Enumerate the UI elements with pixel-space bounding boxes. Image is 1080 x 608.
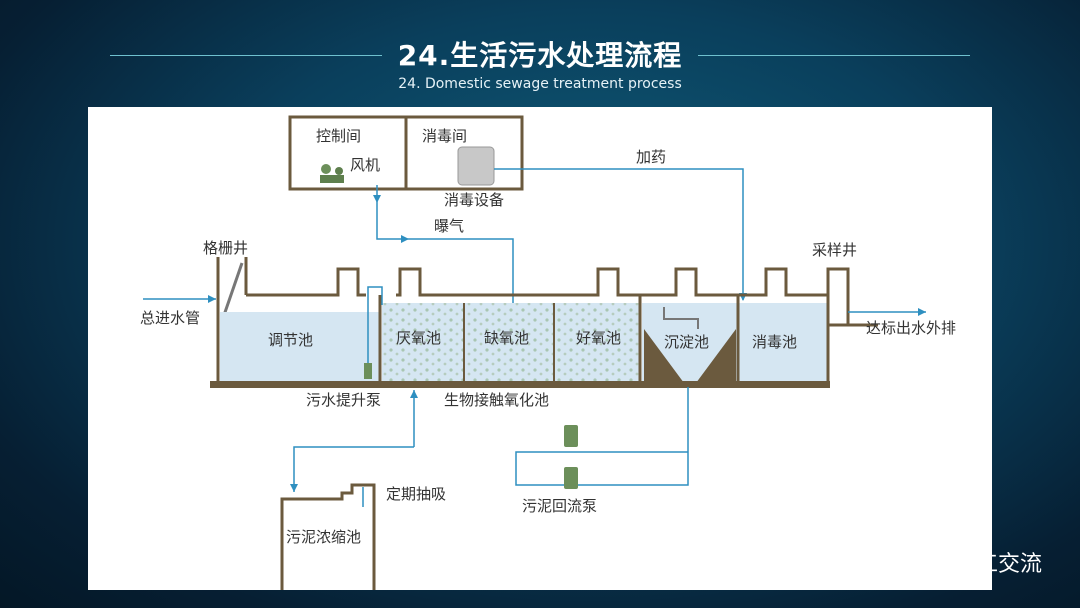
tank-label-anoxic: 缺氧池 <box>484 329 529 347</box>
tank-label-anaerobic: 厌氧池 <box>396 329 441 347</box>
sludge-pump-icon-2 <box>564 467 578 489</box>
sludge-pump-icon-1 <box>564 425 578 447</box>
watermark: 化工交流 <box>912 546 1042 578</box>
tank-label-disinfection: 消毒池 <box>752 333 797 351</box>
tank-label-regulating: 调节池 <box>268 331 313 349</box>
aeration-label: 曝气 <box>434 217 464 235</box>
outlet-label: 达标出水外排 <box>866 319 956 337</box>
sampling-well-label: 采样井 <box>812 241 857 259</box>
bio-tank-label: 生物接触氧化池 <box>444 391 549 409</box>
tank-label-settling: 沉淀池 <box>664 333 709 351</box>
disinfect-room-label: 消毒间 <box>422 127 467 145</box>
title-line-left <box>110 55 382 56</box>
tank-label-aerobic: 好氧池 <box>576 329 621 347</box>
regulating-tank-water <box>220 312 380 382</box>
disinfect-equipment-icon <box>457 146 495 186</box>
lift-pump-label: 污水提升泵 <box>306 391 381 409</box>
tank-base <box>210 381 830 388</box>
title-line-right <box>698 55 970 56</box>
bio-tank-water <box>382 303 640 382</box>
sludge-thickener-label: 污泥浓缩池 <box>286 528 361 546</box>
diagram-panel: 控制间 风机 消毒间 消毒设备 加药 曝气 格栅井 总进水管 采样井 达标出水外… <box>88 107 992 590</box>
blower-label: 风机 <box>350 156 380 174</box>
lift-pump-icon <box>364 363 372 379</box>
page-title: 24.生活污水处理流程 <box>397 39 683 72</box>
disinfect-equipment-label: 消毒设备 <box>444 191 504 209</box>
process-diagram: 控制间 风机 消毒间 消毒设备 加药 曝气 格栅井 总进水管 采样井 达标出水外… <box>140 115 956 590</box>
control-room-label: 控制间 <box>316 127 361 145</box>
blower-icon <box>320 164 344 183</box>
page-subtitle: 24. Domestic sewage treatment process <box>398 76 682 92</box>
dosing-label: 加药 <box>636 148 666 166</box>
watermark-text: 化工交流 <box>953 552 1042 577</box>
grille-well-label: 格栅井 <box>203 239 248 257</box>
sludge-return-pump-label: 污泥回流泵 <box>522 497 597 515</box>
periodic-suction-label: 定期抽吸 <box>386 485 446 503</box>
inlet-pipe-label: 总进水管 <box>140 309 200 327</box>
wechat-icon <box>912 550 945 573</box>
